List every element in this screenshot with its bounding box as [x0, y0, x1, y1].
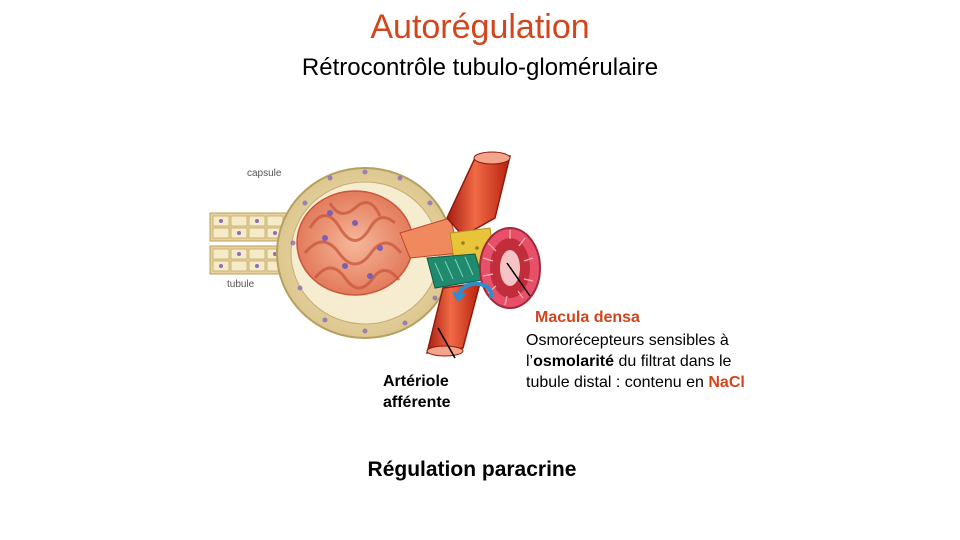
footer-caption: Régulation paracrine: [367, 458, 577, 481]
arteriole-label-line-1: Artériole: [383, 373, 449, 390]
macula-densa-label: Macula densa: [535, 309, 640, 326]
capsule-label: capsule: [247, 168, 282, 179]
glomerular-tuft: [296, 190, 414, 296]
afferent-arteriole-label: Artériole afférente: [383, 371, 451, 413]
efferent-arteriole: [446, 155, 511, 237]
tubule-label: tubule: [227, 279, 255, 290]
osmoreceptor-description: Osmorécepteurs sensibles à l’osmolarité …: [526, 330, 786, 393]
description-line-2-suffix: du filtrat dans le: [614, 353, 732, 370]
description-line-2: l’osmolarité du filtrat dans le: [526, 351, 786, 372]
macula-pointer-line: [506, 262, 531, 297]
description-line-1: Osmorécepteurs sensibles à: [526, 332, 729, 349]
nacl-term: NaCl: [708, 374, 745, 391]
description-line-3: tubule distal : contenu en NaCl: [526, 372, 786, 393]
glomerulus-illustration: [209, 151, 541, 359]
description-line-3-prefix: tubule distal : contenu en: [526, 374, 709, 391]
page-title: Autorégulation: [370, 8, 590, 46]
page-subtitle: Rétrocontrôle tubulo-glomérulaire: [301, 54, 659, 81]
arteriole-pointer-line: [437, 327, 456, 359]
arteriole-label-line-2: afférente: [383, 394, 451, 411]
osmolarity-term: osmolarité: [533, 353, 615, 370]
feedback-arrow-icon: [455, 281, 494, 299]
description-line-2-prefix: l’: [526, 353, 534, 370]
